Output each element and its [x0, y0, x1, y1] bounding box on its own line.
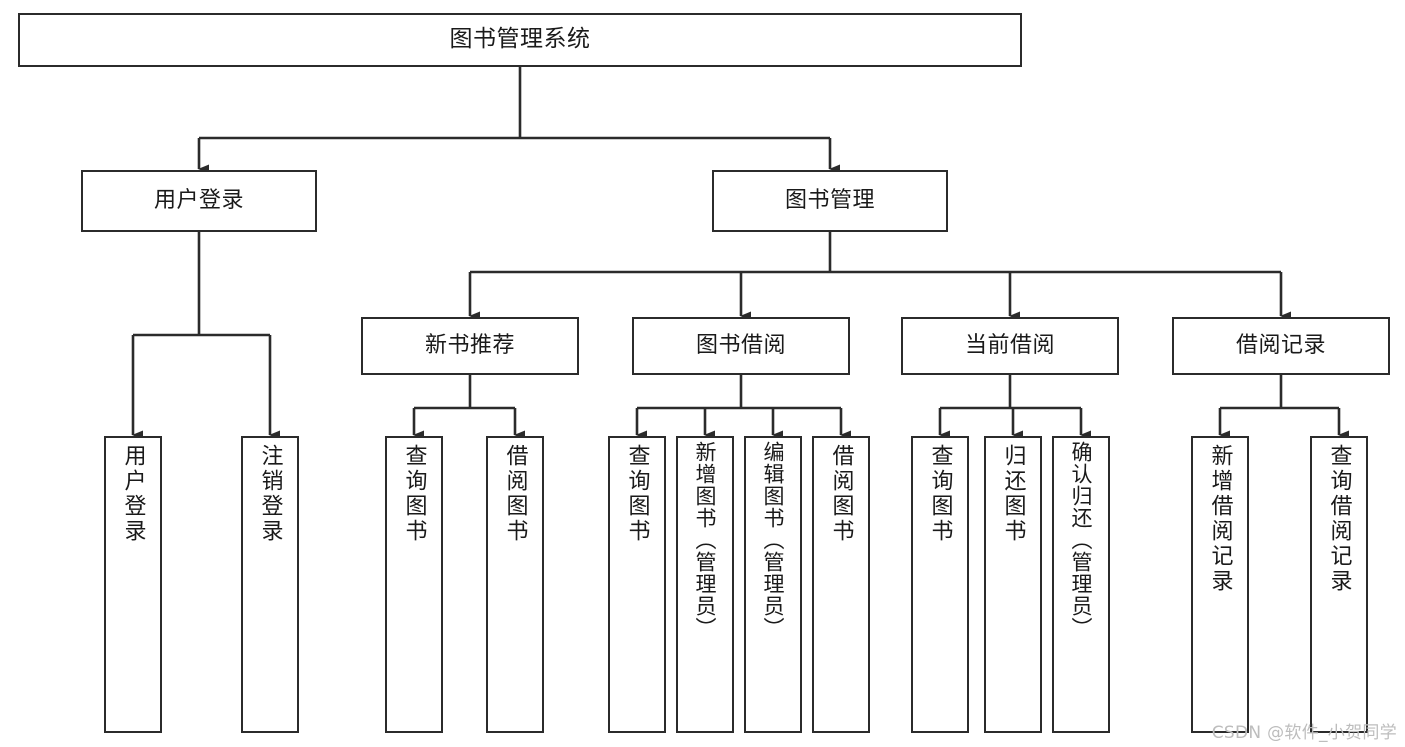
- node-label-book-manage: 图书管理: [784, 187, 875, 213]
- node-leaf-query-book-rec[interactable]: 查询图书: [385, 436, 443, 733]
- node-leaf-add-borrow-record[interactable]: 新增借阅记录: [1191, 436, 1249, 733]
- node-label-leaf-add-borrow-record: 新增借阅记录: [1207, 444, 1233, 594]
- node-new-book-recommend[interactable]: 新书推荐: [361, 317, 579, 375]
- node-label-leaf-borrow-book-rec: 借阅图书: [502, 444, 528, 544]
- node-label-new-book-recommend: 新书推荐: [424, 332, 515, 358]
- node-label-book-borrow: 图书借阅: [695, 332, 786, 358]
- node-label-leaf-borrow-book: 借阅图书: [828, 444, 854, 544]
- node-label-leaf-logout-login: 注销登录: [257, 444, 283, 544]
- node-leaf-add-book-admin[interactable]: 新增图书（管理员）: [676, 436, 734, 733]
- node-label-leaf-query-borrow-record: 查询借阅记录: [1326, 444, 1352, 594]
- node-leaf-borrow-book-rec[interactable]: 借阅图书: [486, 436, 544, 733]
- node-label-leaf-query-book-borrow: 查询图书: [624, 444, 650, 544]
- node-leaf-edit-book-admin[interactable]: 编辑图书（管理员）: [744, 436, 802, 733]
- node-current-borrow[interactable]: 当前借阅: [901, 317, 1119, 375]
- watermark-text: CSDN @软件_小贺同学: [1211, 723, 1397, 743]
- node-label-leaf-confirm-return-admin: 确认归还（管理员）: [1069, 441, 1094, 639]
- node-leaf-borrow-book[interactable]: 借阅图书: [812, 436, 870, 733]
- node-label-borrow-record: 借阅记录: [1235, 332, 1326, 358]
- node-leaf-user-login[interactable]: 用户登录: [104, 436, 162, 733]
- node-leaf-query-book-borrow[interactable]: 查询图书: [608, 436, 666, 733]
- node-label-current-borrow: 当前借阅: [964, 332, 1055, 358]
- node-label-root: 图书管理系统: [449, 26, 591, 53]
- node-user-login[interactable]: 用户登录: [81, 170, 317, 232]
- node-book-manage[interactable]: 图书管理: [712, 170, 948, 232]
- node-leaf-confirm-return-admin[interactable]: 确认归还（管理员）: [1052, 436, 1110, 733]
- node-leaf-return-book[interactable]: 归还图书: [984, 436, 1042, 733]
- node-leaf-query-book-current[interactable]: 查询图书: [911, 436, 969, 733]
- node-label-leaf-edit-book-admin: 编辑图书（管理员）: [761, 441, 786, 639]
- node-borrow-record[interactable]: 借阅记录: [1172, 317, 1390, 375]
- node-label-leaf-query-book-current: 查询图书: [927, 444, 953, 544]
- node-label-user-login: 用户登录: [153, 187, 244, 213]
- node-root[interactable]: 图书管理系统: [18, 13, 1022, 67]
- node-leaf-logout-login[interactable]: 注销登录: [241, 436, 299, 733]
- node-label-leaf-add-book-admin: 新增图书（管理员）: [693, 441, 718, 639]
- node-label-leaf-query-book-rec: 查询图书: [401, 444, 427, 544]
- node-leaf-query-borrow-record[interactable]: 查询借阅记录: [1310, 436, 1368, 733]
- node-book-borrow[interactable]: 图书借阅: [632, 317, 850, 375]
- connector-layer: [131, 67, 1349, 440]
- node-label-leaf-user-login: 用户登录: [120, 444, 146, 544]
- node-label-leaf-return-book: 归还图书: [1000, 444, 1026, 544]
